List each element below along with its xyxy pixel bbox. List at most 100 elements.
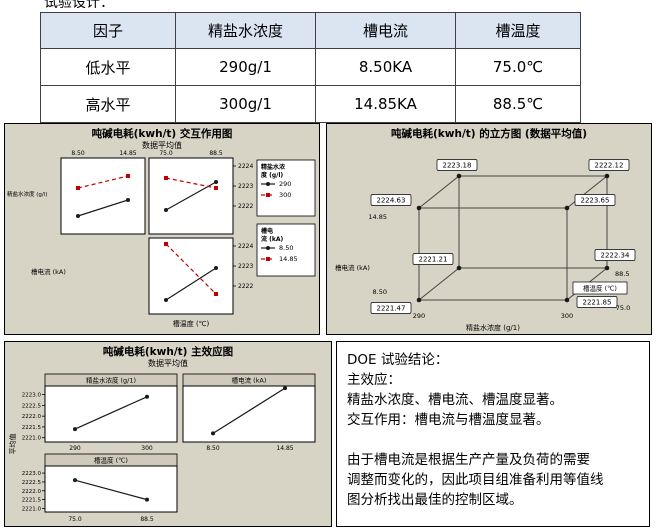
cube-corner-dot [604,265,610,271]
x-axis-label: 精盐水浓度 (g/1) [466,323,520,332]
series-line [74,479,148,501]
y-tick-label: 2222 [238,203,253,210]
cube-corner-dot [564,205,570,211]
conclusion-box: DOE 试验结论： 主效应： 精盐水浓度、槽电流、槽温度显著。交互作用：槽电流与槽温… [336,341,650,527]
series-marker [211,431,215,436]
column-header: 精盐水浓度 [175,12,316,49]
z-axis-label: 槽温度 (℃) [583,284,617,293]
series-marker [126,198,130,202]
series-marker [76,214,80,218]
row-label-cell: 高水平 [40,85,176,123]
series-marker [126,174,130,178]
column-header: 槽电流 [315,12,456,49]
legend-title: 精盐水浓 [261,163,286,171]
y-tick-label: 2223 [238,263,253,270]
corner-value-box [370,194,412,206]
legend-title: 槽电 [261,227,273,235]
series-marker [164,208,168,212]
corner-value-box [576,296,618,308]
corner-value-box [594,249,636,261]
legend-entry-label: 14.85 [279,255,298,263]
legend-title: 流 (kA) [261,235,283,243]
conclusion-line: 主效应： [347,372,401,388]
x-tick-label: 290 [413,312,425,320]
cube-corner-dot [416,297,422,303]
y-tick-label: 2221.0 [22,436,42,442]
corner-value: 2221.47 [377,305,406,313]
cube-corner-dot [456,265,462,271]
y-tick-label: 2221.5 [22,425,42,431]
series-marker [214,180,218,184]
table-cell: 75.0℃ [455,48,581,86]
clipped-caption: 试验设计： [44,0,114,8]
plot-panel [148,237,234,315]
x-tick-label: 14.85 [276,445,293,452]
y-tick-label: 2221.5 [22,498,42,504]
chart-subtitle: 数据平均值 [148,358,188,368]
series-marker [76,186,80,190]
cube-corner-dot [604,173,610,179]
series-marker [164,242,168,246]
y-axis-label: 平均值 [8,434,17,455]
corner-value: 2222.34 [601,252,630,260]
series-line [77,199,129,217]
series-marker [73,427,77,432]
series-line [165,267,217,301]
y-axis-label: 槽电流 (kA) [335,263,370,272]
table-cell: 300g/1 [175,85,316,123]
plot-panel [44,465,178,513]
cube-edge [418,267,460,301]
corner-value: 2221.85 [583,299,612,307]
conclusion-line: DOE 试验结论： [347,352,449,368]
corner-value-box [436,159,478,171]
cube-corner-dot [564,297,570,303]
legend-entry-label: 8.50 [279,244,293,252]
x-tick-label: 88.5 [209,150,223,157]
series-line [77,175,129,189]
chart-title: 吨碱电耗(kwh/t) 的立方图 (数据平均值) [391,127,587,140]
row-factor-label: 槽电流 (kA) [31,267,66,276]
y-tick-label: 2222 [238,283,253,290]
cube-edge [566,175,608,209]
series-marker [145,394,149,399]
z-tick-label: 75.0 [616,304,630,312]
series-line [165,177,217,189]
y-tick-label: 2222.5 [22,480,42,486]
x-tick-label: 300 [561,312,573,320]
column-header: 槽温度 [455,12,581,49]
chart-title: 吨碱电耗(kwh/t) 主效应图 [103,345,233,358]
y-tick-label: 2222.0 [22,489,42,495]
legend-title: 度 (g/l) [261,171,283,179]
y-tick-label: 2223 [238,183,253,190]
cube-corner-dot [416,205,422,211]
table-cell: 14.85KA [315,85,456,123]
clipped-caption-wrap: 试验设计： [44,0,244,8]
y-tick-label: 2224 [238,163,253,170]
legend-entry-label: 290 [279,180,291,188]
plot-panel [182,385,316,443]
series-marker [164,176,168,180]
table-cell: 8.50KA [315,48,456,86]
conclusion-line: 由于槽电流是根据生产产量及负荷的需要 [347,452,590,468]
factor-header-label: 槽电流 (kA) [232,376,267,385]
x-tick-label: 14.85 [119,150,136,157]
conclusion-line: 精盐水浓度、槽电流、槽温度显著。 [347,392,563,408]
y-tick-label: 8.50 [373,288,387,296]
main-effects-panel: 吨碱电耗(kwh/t) 主效应图数据平均值平均值 2223.0 2222.5 2222… [4,341,332,527]
y-tick-label: 2223.0 [22,393,42,399]
series-marker [266,193,270,197]
corner-value: 2223.65 [581,197,610,205]
series-line [74,396,148,430]
conclusion-line: 交互作用：槽电流与槽温度显著。 [347,412,550,428]
x-tick-label: 8.50 [206,445,220,452]
conclusion-line [347,430,639,450]
conclusion-line: 调整而变化的，因此项目组准备利用等值线 [347,472,604,488]
x-tick-label: 8.50 [71,150,85,157]
y-tick-label: 2222.5 [22,403,42,409]
